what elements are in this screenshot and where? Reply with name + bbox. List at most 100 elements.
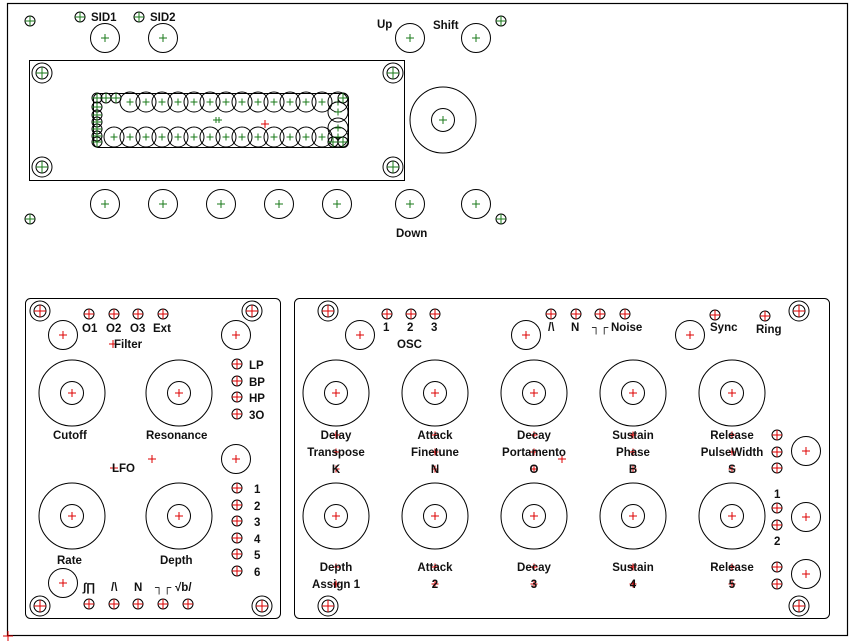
lfo-select-button[interactable] — [221, 444, 251, 474]
lcd-small-pin-icon — [337, 136, 349, 148]
center-mark-icon — [222, 98, 230, 106]
lfo-wave-pulse: ┐┌ — [155, 582, 172, 595]
filter-mode-button[interactable] — [221, 320, 251, 350]
center-mark-icon — [68, 512, 76, 520]
menu-button-3[interactable] — [206, 189, 236, 219]
lfo-led-1 — [231, 482, 243, 494]
filter-input-o3: O3 — [130, 323, 145, 335]
center-mark-icon — [175, 389, 183, 397]
data-encoder[interactable] — [409, 86, 477, 154]
env-knob-row1-1[interactable] — [302, 359, 370, 427]
osc-wave-triangle: /\ — [548, 322, 555, 334]
osc-env-panel — [294, 298, 830, 619]
center-mark-icon — [302, 98, 310, 106]
lcd-pin — [263, 126, 285, 148]
sid1-button[interactable] — [90, 23, 120, 53]
env-a-button[interactable] — [791, 436, 821, 466]
lcd-pin — [247, 91, 269, 113]
menu-button-1[interactable] — [90, 189, 120, 219]
center-mark-icon — [158, 98, 166, 106]
sid2-label: SID2 — [150, 12, 176, 24]
center-mark-icon — [174, 98, 182, 106]
center-mark-icon — [629, 563, 637, 571]
resonance-knob-cap — [167, 381, 191, 405]
lcd-pin — [151, 126, 173, 148]
env-knob-row2-4[interactable] — [599, 482, 667, 550]
center-mark-icon — [109, 340, 117, 348]
center-mark-icon — [431, 389, 439, 397]
env-knob-row1-2[interactable] — [401, 359, 469, 427]
lfo-led-2 — [231, 499, 243, 511]
center-mark-icon — [530, 563, 538, 571]
env-knob-row1-5-cap — [720, 381, 744, 405]
osc-wave-button[interactable] — [511, 320, 541, 350]
row1-knob-3-line2: Portamento — [502, 447, 566, 459]
env-knob-row2-5[interactable] — [698, 482, 766, 550]
filter-input-o1: O1 — [82, 323, 98, 335]
env-knob-row1-4[interactable] — [599, 359, 667, 427]
row2-knob-5-line2: 5 — [729, 579, 736, 591]
cutoff-label: Cutoff — [53, 430, 87, 442]
env-select-1: 1 — [774, 489, 781, 501]
osc-select-button[interactable] — [345, 320, 375, 350]
center-mark-icon — [472, 34, 480, 42]
env-knob-row2-3[interactable] — [500, 482, 568, 550]
row1-knob-5-line1: Release — [710, 430, 753, 442]
center-mark-icon — [217, 200, 225, 208]
center-mark-icon — [332, 448, 340, 456]
depth-knob[interactable] — [145, 482, 213, 550]
env-knob-row1-4-cap — [621, 381, 645, 405]
screw-hole-icon — [788, 300, 810, 322]
sid2-button[interactable] — [148, 23, 178, 53]
osc-ring-label: Ring — [756, 324, 782, 336]
center-mark-icon — [686, 331, 694, 339]
env-knob-row2-2[interactable] — [401, 482, 469, 550]
lcd-screw-icon — [31, 156, 53, 178]
lfo-led-4 — [231, 532, 243, 544]
filter-input-button[interactable] — [48, 320, 78, 350]
osc-wave-noise: Noise — [611, 322, 642, 334]
lfo-wave-button[interactable] — [48, 568, 78, 598]
center-mark-icon — [206, 98, 214, 106]
center-mark-icon — [332, 465, 340, 473]
lfo-led-5 — [231, 548, 243, 560]
resonance-knob[interactable] — [145, 359, 213, 427]
sync-led-icon — [709, 309, 721, 321]
rate-knob[interactable] — [38, 482, 106, 550]
env-select-button[interactable] — [791, 502, 821, 532]
filter-mode-led-3 — [231, 391, 243, 403]
center-mark-icon — [275, 200, 283, 208]
menu-button-4[interactable] — [264, 189, 294, 219]
cutoff-knob[interactable] — [38, 359, 106, 427]
filter-lfo-panel — [25, 298, 281, 619]
lcd-pin — [295, 91, 317, 113]
center-mark-icon — [431, 431, 439, 439]
menu-button-5[interactable] — [322, 189, 352, 219]
center-mark-icon — [286, 133, 294, 141]
lfo-num-3: 3 — [254, 517, 260, 529]
up-button[interactable] — [395, 23, 425, 53]
osc-num-2: 2 — [407, 322, 413, 334]
center-mark-icon — [142, 133, 150, 141]
menu-button-6[interactable] — [395, 189, 425, 219]
env-knob-row2-1[interactable] — [302, 482, 370, 550]
menu-button-7[interactable] — [461, 189, 491, 219]
center-mark-icon — [334, 133, 342, 141]
screw-hole-icon — [29, 595, 51, 617]
env-b-button[interactable] — [791, 559, 821, 589]
osc-wave-led-3 — [594, 308, 606, 320]
shift-button[interactable] — [461, 23, 491, 53]
env-knob-row2-5-cap — [720, 504, 744, 528]
env-knob-row1-5[interactable] — [698, 359, 766, 427]
sid1-led-icon — [74, 11, 86, 23]
env-knob-row1-3[interactable] — [500, 359, 568, 427]
lfo-title: LFO — [112, 463, 135, 475]
menu-button-2[interactable] — [148, 189, 178, 219]
lfo-wave-led-2 — [108, 598, 120, 610]
row1-knob-1-line2: Transpose — [307, 447, 365, 459]
osc-mod-button[interactable] — [675, 320, 705, 350]
filter-mode-bp: BP — [249, 377, 265, 389]
lcd-screw-icon — [382, 156, 404, 178]
filter-mode-3o: 3O — [249, 410, 264, 422]
center-mark-icon — [629, 465, 637, 473]
